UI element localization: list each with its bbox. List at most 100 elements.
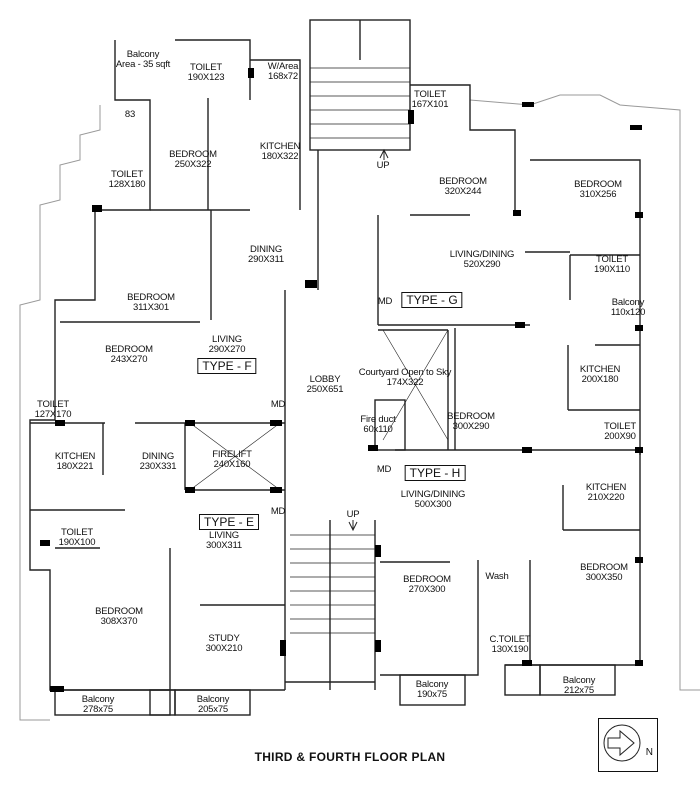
room-name: BEDROOM <box>439 176 487 187</box>
room-name: Balcony <box>611 297 645 308</box>
room-name: BEDROOM <box>574 179 622 190</box>
room-dimensions: 290X311 <box>248 254 284 265</box>
room-name: Wash <box>485 571 509 582</box>
room-name: UP <box>346 509 360 520</box>
site-boundary <box>19 94 700 721</box>
room-dimensions: 127X170 <box>34 409 72 420</box>
room-name: DINING <box>249 244 283 255</box>
room-name: KITCHEN <box>585 482 627 493</box>
room-dimensions: 270X300 <box>408 584 446 595</box>
room-name: KITCHEN <box>579 364 621 375</box>
room-dimensions: 290X270 <box>208 344 246 355</box>
room-dimensions: 230X331 <box>139 461 177 472</box>
room-name: TOILET <box>414 89 446 100</box>
room-dimensions: 190x75 <box>417 689 447 700</box>
room-dimensions: 308X370 <box>100 616 138 627</box>
plan-title: THIRD & FOURTH FLOOR PLAN <box>254 750 446 764</box>
north-label: N <box>645 747 653 758</box>
north-indicator: N <box>598 718 658 772</box>
room-label: UP <box>377 161 390 171</box>
room-name: TOILET <box>61 527 93 538</box>
room-dimensions: 300X311 <box>206 540 242 551</box>
room-name: Balcony <box>196 694 230 705</box>
room-dimensions: 128X180 <box>108 179 146 190</box>
room-name: TOILET <box>604 421 636 432</box>
room-dimensions: 278x75 <box>83 704 113 715</box>
room-name: C.TOILET <box>489 634 531 645</box>
room-dimensions: 167X101 <box>411 99 449 110</box>
room-dimensions: 300X210 <box>205 643 243 654</box>
room-dimensions: 60x110 <box>363 424 393 435</box>
room-dimensions: 180X322 <box>261 151 299 162</box>
room-name: KITCHEN <box>259 141 301 152</box>
room-name: Balcony <box>126 49 160 60</box>
columns <box>40 68 643 692</box>
room-dimensions: 520X290 <box>463 259 501 270</box>
room-name: BEDROOM <box>403 574 451 585</box>
room-name: FIRELIFT <box>212 449 252 460</box>
room-label: MD <box>377 296 393 307</box>
room-dimensions: 205x75 <box>198 704 228 715</box>
room-dimensions: 130X190 <box>491 644 529 655</box>
room-name: Courtyard Open to Sky <box>358 367 452 378</box>
room-dimensions: 250X651 <box>306 384 344 395</box>
room-label: UP <box>347 510 360 520</box>
room-dimensions: 310X256 <box>579 189 617 200</box>
room-dimensions: 200X180 <box>581 374 619 385</box>
room-dimensions: 240X160 <box>213 459 251 470</box>
room-dimensions: 180X221 <box>56 461 94 472</box>
room-dimensions: 250X322 <box>174 159 212 170</box>
room-name: BEDROOM <box>580 562 628 573</box>
unit-type-e-label: TYPE - E <box>198 514 260 530</box>
room-name: W/Area <box>267 61 299 72</box>
room-name: Balcony <box>562 675 596 686</box>
room-name: MD <box>377 296 393 307</box>
room-dimensions: 110x120 <box>610 307 646 318</box>
core-walls <box>284 19 411 690</box>
room-dimensions: 190X110 <box>594 264 630 275</box>
room-name: TOILET <box>37 399 69 410</box>
room-name: LIVING/DINING <box>449 249 515 260</box>
stair-arrows <box>348 148 389 532</box>
room-name: DINING <box>141 451 175 462</box>
room-name: BEDROOM <box>127 292 175 303</box>
room-name: BEDROOM <box>447 411 495 422</box>
room-name: 83 <box>124 109 136 120</box>
room-dimensions: 174X322 <box>386 377 424 388</box>
room-name: BEDROOM <box>95 606 143 617</box>
room-dimensions: 300X290 <box>452 421 490 432</box>
room-dimensions: Area - 35 sqft <box>115 59 171 70</box>
room-name: STUDY <box>208 633 240 644</box>
